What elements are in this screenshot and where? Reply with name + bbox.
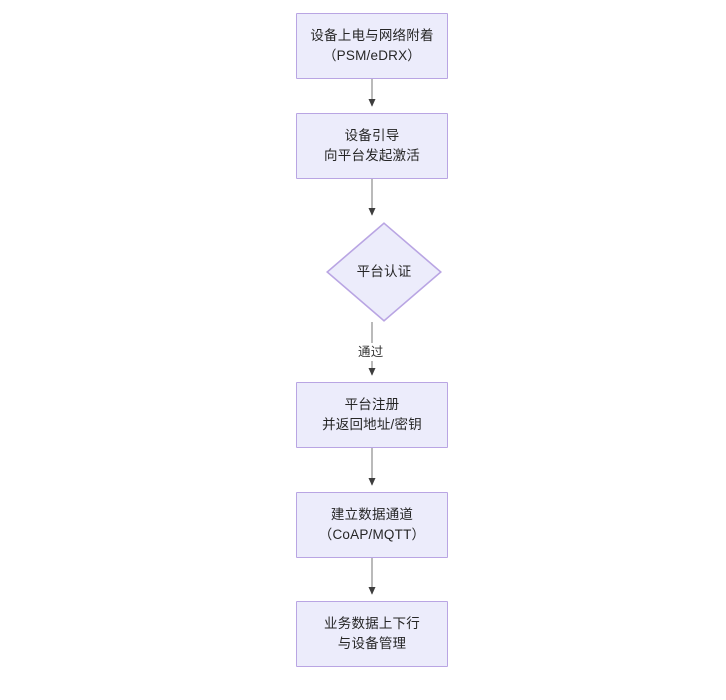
flow-node-label: 业务数据上下行 与设备管理 xyxy=(324,616,420,651)
flow-node-platform-registration[interactable]: 平台注册 并返回地址/密钥 xyxy=(296,382,448,448)
flow-node-business-data[interactable]: 业务数据上下行 与设备管理 xyxy=(296,601,448,667)
flow-node-label: 设备上电与网络附着 （PSM/eDRX） xyxy=(310,28,434,63)
edge-label-pass: 通过 xyxy=(355,343,387,361)
flow-node-label: 建立数据通道 （CoAP/MQTT） xyxy=(318,507,426,542)
flow-node-label: 平台注册 并返回地址/密钥 xyxy=(322,397,422,432)
flow-node-data-channel[interactable]: 建立数据通道 （CoAP/MQTT） xyxy=(296,492,448,558)
diamond-shape-icon xyxy=(326,222,442,322)
flow-node-device-power-on[interactable]: 设备上电与网络附着 （PSM/eDRX） xyxy=(296,13,448,79)
flow-node-label: 设备引导 向平台发起激活 xyxy=(324,128,420,163)
flow-node-platform-authentication[interactable]: 平台认证 xyxy=(326,222,442,322)
flow-node-device-bootstrap[interactable]: 设备引导 向平台发起激活 xyxy=(296,113,448,179)
flow-node-label: 平台认证 xyxy=(356,264,412,279)
